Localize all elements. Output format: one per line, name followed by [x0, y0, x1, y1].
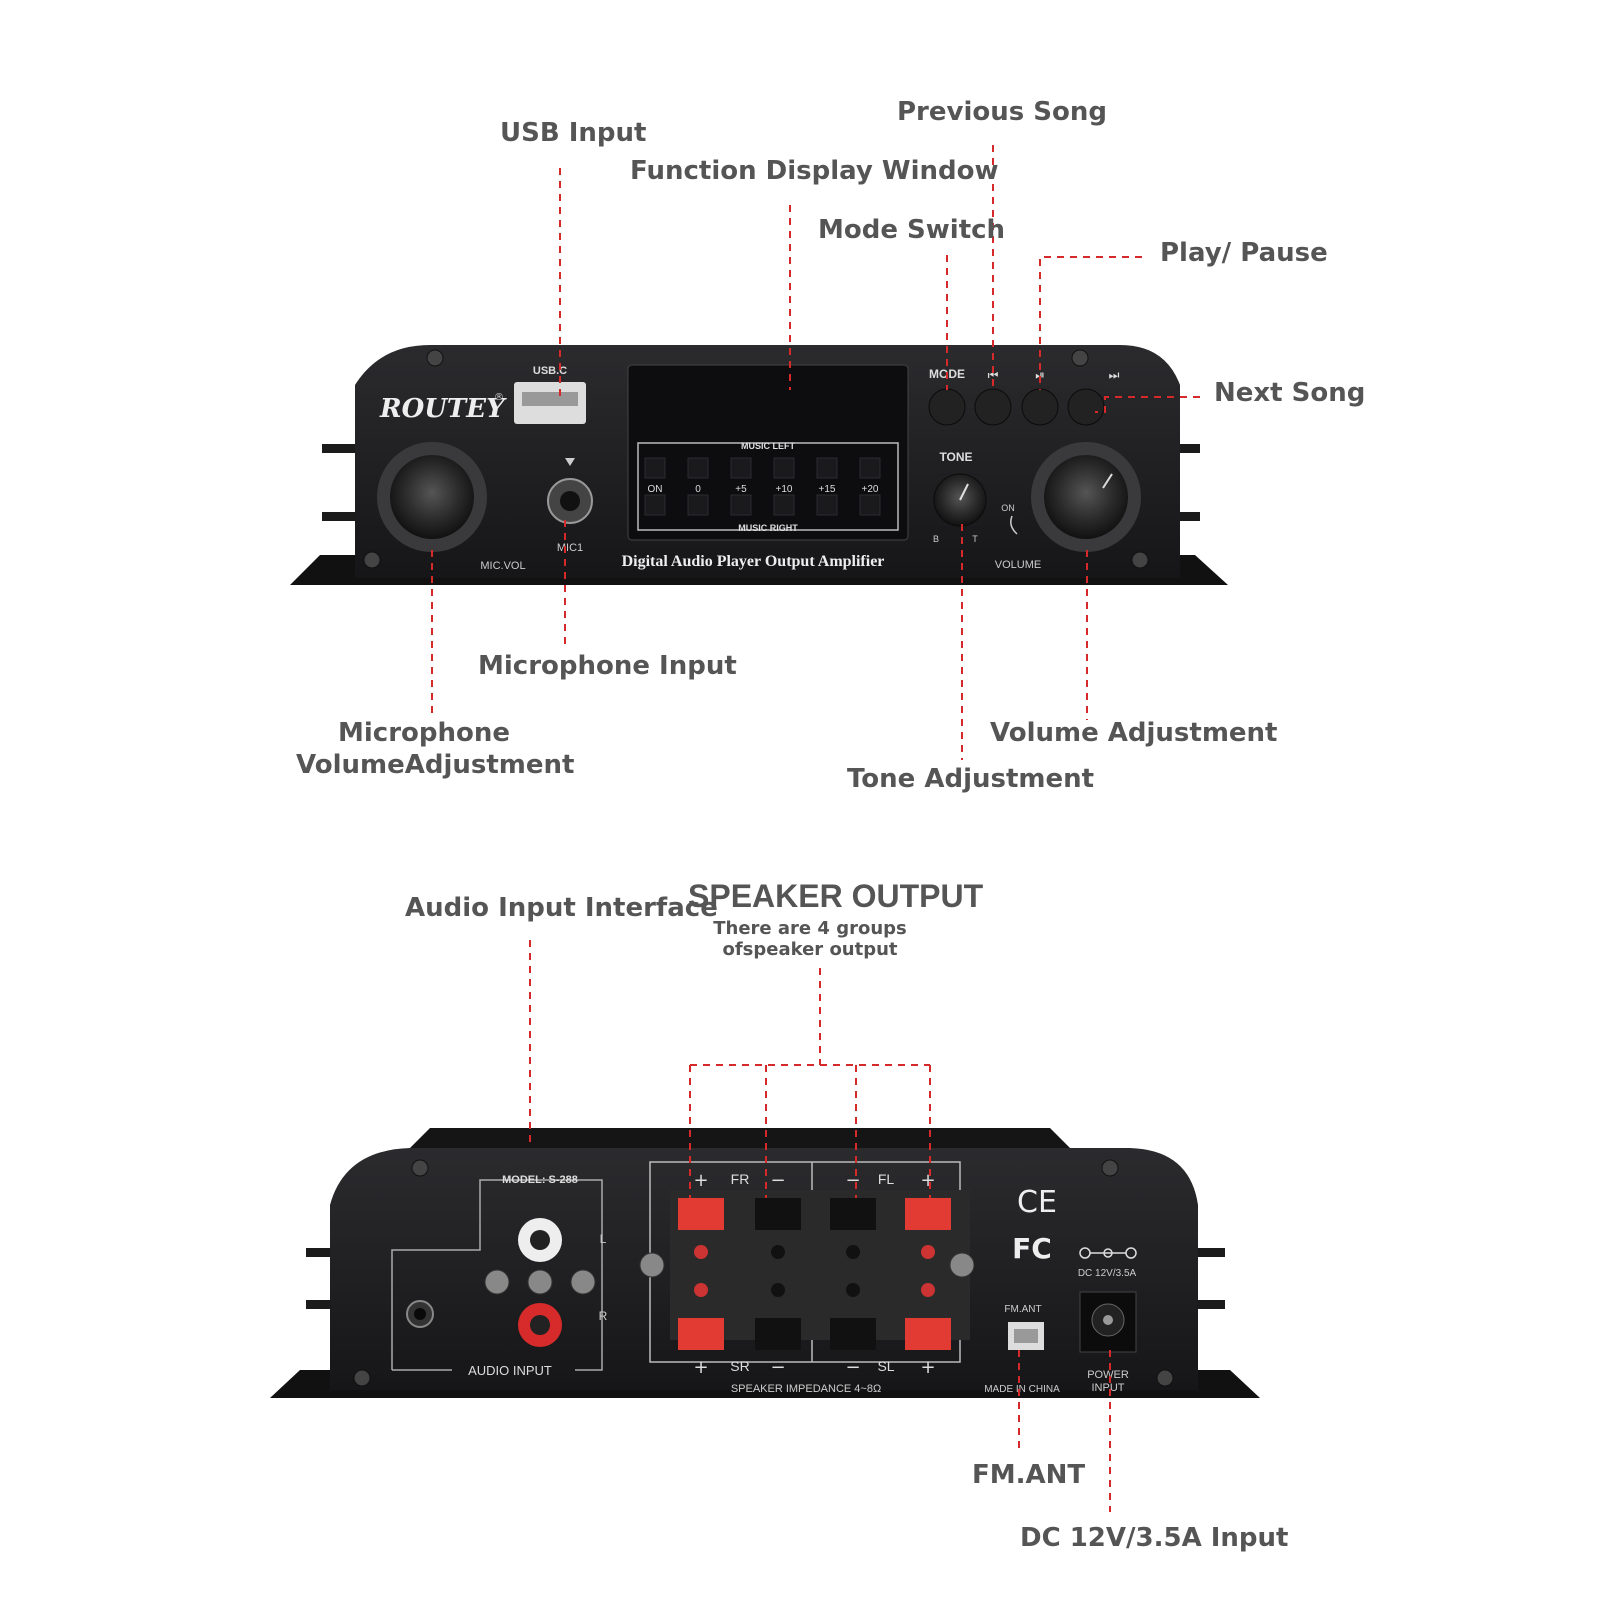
sl-plus: +: [920, 1357, 935, 1378]
meter-cell-right: [687, 494, 709, 516]
front-panel: [290, 345, 1228, 585]
callout-fm-ant: FM.ANT: [972, 1460, 1086, 1490]
fl-plus: +: [920, 1170, 935, 1191]
fc-mark: FC: [1012, 1232, 1052, 1265]
sr-minus: −: [770, 1357, 785, 1378]
rear-panel: [270, 1128, 1260, 1398]
callout-mode-switch: Mode Switch: [818, 215, 1006, 245]
tone-bass-label: B: [933, 534, 939, 544]
sr-plus: +: [693, 1357, 708, 1378]
speaker-impedance-label: SPEAKER IMPEDANCE 4~8Ω: [731, 1383, 881, 1395]
meter-cell-right: [644, 494, 666, 516]
meter-cell-left: [730, 457, 752, 479]
dc-rating-label: DC 12V/3.5A: [1078, 1268, 1137, 1279]
callout-next-song: Next Song: [1214, 378, 1366, 408]
tone-treble-label: T: [972, 534, 978, 544]
play-pause-icon: ⏯: [1035, 368, 1045, 382]
sl-label: SL: [877, 1358, 894, 1374]
sl-minus: −: [845, 1357, 860, 1378]
callout-play-pause: Play/ Pause: [1160, 238, 1328, 268]
music-right-label: MUSIC RIGHT: [738, 523, 798, 533]
ce-mark: CE: [1017, 1185, 1057, 1220]
meter-cell-left: [644, 457, 666, 479]
next-icon: ⏭: [1109, 368, 1120, 382]
callout-dc-input: DC 12V/3.5A Input: [1020, 1523, 1289, 1553]
volume-on-label: ON: [1001, 503, 1015, 513]
meter-cell-right: [859, 494, 881, 516]
meter-tick-label: +5: [735, 484, 747, 495]
audio-input-panel-label: AUDIO INPUT: [468, 1363, 552, 1378]
model-label: MODEL: S-288: [502, 1174, 578, 1186]
fr-minus: −: [770, 1170, 785, 1191]
previous-song-button[interactable]: [974, 388, 1012, 426]
fr-plus: +: [693, 1170, 708, 1191]
callout-previous-song: Previous Song: [897, 97, 1107, 127]
volume-panel-label: VOLUME: [995, 559, 1041, 571]
made-in-label: MADE IN CHINA: [984, 1384, 1060, 1395]
sr-label: SR: [730, 1358, 749, 1374]
meter-cell-left: [773, 457, 795, 479]
brand-logo: ROUTEY: [379, 394, 507, 424]
callout-microphone-input: Microphone Input: [478, 651, 737, 681]
meter-cell-right: [730, 494, 752, 516]
fl-label: FL: [878, 1171, 895, 1187]
meter-tick-label: +20: [862, 484, 879, 495]
meter-tick-label: ON: [648, 484, 663, 495]
tone-panel-label: TONE: [939, 450, 972, 464]
meter-cell-left: [859, 457, 881, 479]
fm-ant-panel-label: FM.ANT: [1004, 1304, 1041, 1315]
mic1-panel-label: MIC1: [557, 542, 583, 554]
channel-l-label: L: [600, 1232, 607, 1246]
front-leader-lines: [431, 145, 1200, 760]
callout-tone-adjustment: Tone Adjustment: [847, 764, 1095, 794]
brand-registered-mark: ®: [494, 392, 504, 403]
meter-cell-left: [816, 457, 838, 479]
usb-panel-label: USB.C: [533, 365, 567, 377]
next-song-button[interactable]: [1067, 388, 1105, 426]
meter-cell-left: [687, 457, 709, 479]
speaker-terminals[interactable]: [678, 1198, 951, 1350]
speaker-output-sub-2: ofspeaker output: [722, 939, 898, 960]
play-pause-button[interactable]: [1021, 388, 1059, 426]
speaker-output-title: SPEAKER OUTPUT: [688, 878, 984, 914]
mic-vol-panel-label: MIC.VOL: [480, 560, 525, 572]
fl-minus: −: [845, 1170, 860, 1191]
callout-volume-adjustment: Volume Adjustment: [990, 718, 1278, 748]
mode-button[interactable]: [928, 388, 966, 426]
power-input-label-1: POWER: [1087, 1369, 1129, 1381]
meter-cell-right: [773, 494, 795, 516]
meter-cell-right: [816, 494, 838, 516]
callout-audio-input-interface: Audio Input Interface: [405, 893, 718, 923]
product-line: Digital Audio Player Output Amplifier: [622, 553, 885, 570]
meter-tick-label: +15: [819, 484, 836, 495]
channel-r-label: R: [599, 1309, 608, 1323]
callout-mic-volume-1: Microphone: [338, 718, 511, 748]
callout-function-display: Function Display Window: [630, 156, 999, 186]
power-input-label-2: INPUT: [1092, 1382, 1125, 1394]
rear-leader-lines: [529, 940, 1111, 1512]
callout-mic-volume-2: VolumeAdjustment: [296, 750, 575, 780]
callout-usb-input: USB Input: [500, 118, 647, 148]
fr-label: FR: [731, 1171, 750, 1187]
previous-icon: ⏮: [988, 368, 999, 382]
meter-tick-label: +10: [776, 484, 793, 495]
meter-tick-label: 0: [695, 484, 701, 495]
music-left-label: MUSIC LEFT: [741, 441, 795, 451]
speaker-output-sub-1: There are 4 groups: [713, 918, 907, 939]
